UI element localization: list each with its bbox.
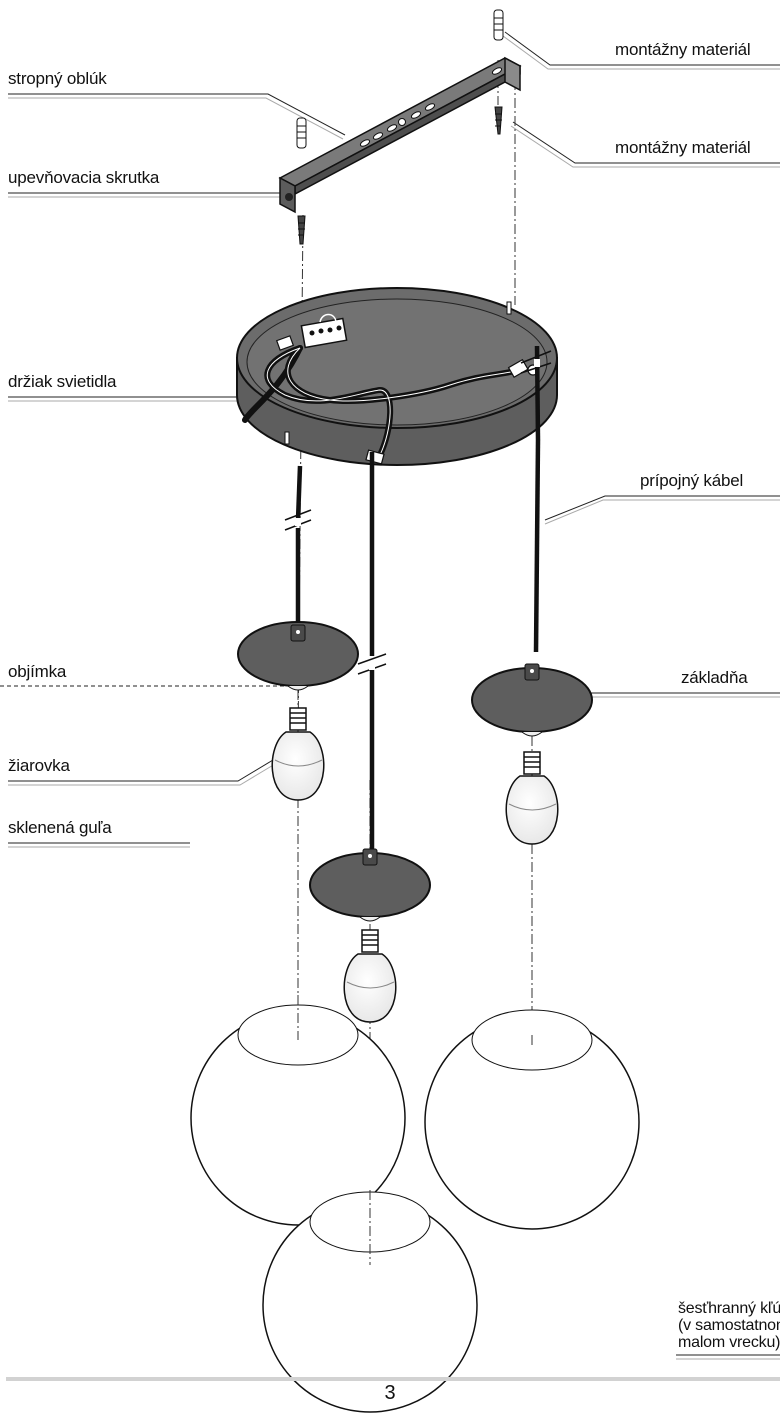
label-canopy: držiak svietidla <box>8 372 117 391</box>
cable-break-gaps <box>295 359 540 670</box>
page-number: 3 <box>384 1382 396 1404</box>
label-glass-globe: sklenená guľa <box>8 818 112 837</box>
dowels-and-screws <box>296 9 504 245</box>
label-fixing-screw: upevňovacia skrutka <box>8 168 160 187</box>
glass-globe-right <box>424 1009 640 1230</box>
shade-right <box>471 663 593 737</box>
shade-middle <box>309 848 431 922</box>
shade-left <box>237 621 359 691</box>
label-ceiling-bracket: stropný oblúk <box>8 69 107 88</box>
label-connection-cable: prípojný kábel <box>640 471 744 490</box>
label-bulb: žiarovka <box>8 756 70 775</box>
bulb-middle <box>343 929 397 1023</box>
ceiling-bracket <box>278 56 522 214</box>
bulb-right <box>505 751 559 845</box>
label-hex-key: šesťhranný kľúč (v samostatnom malom vre… <box>678 1300 780 1351</box>
label-mounting-material-top: montážny materiál <box>615 40 751 59</box>
label-socket: objímka <box>8 662 67 681</box>
label-base: základňa <box>681 668 748 687</box>
leader-lines <box>0 31 780 1360</box>
bulb-left <box>271 707 325 801</box>
footer-rule <box>6 1377 780 1381</box>
label-mounting-material-second: montážny materiál <box>615 138 751 157</box>
canopy <box>236 287 558 466</box>
